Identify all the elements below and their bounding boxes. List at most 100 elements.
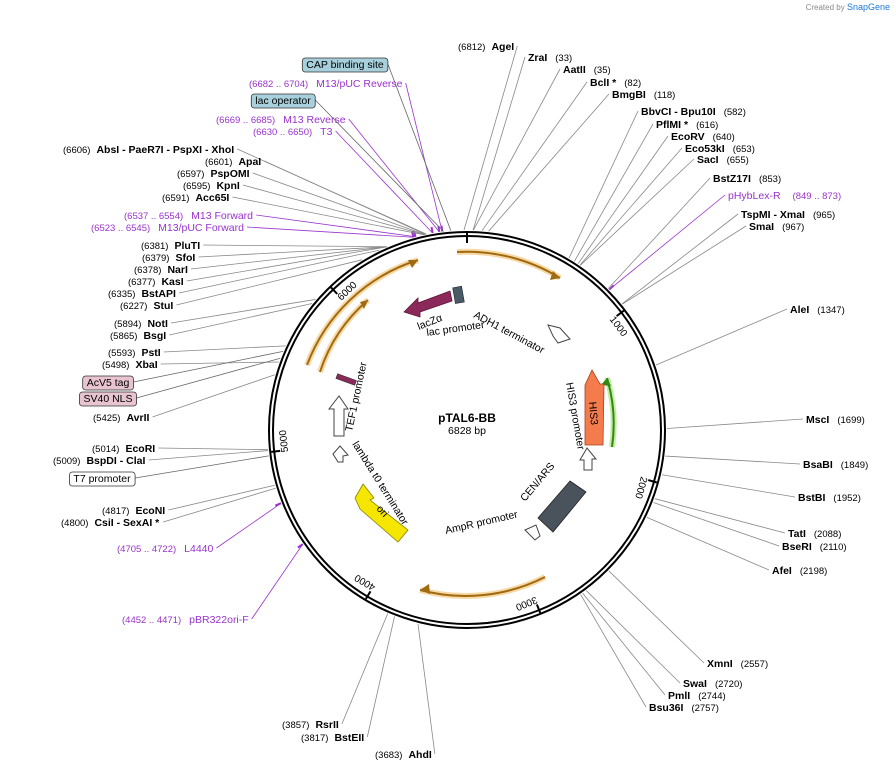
enzyme-leader	[242, 184, 425, 235]
enzyme-label: AatII(35)	[563, 64, 611, 76]
enzyme-label: PmlI (2744)	[668, 690, 726, 702]
enzyme-name: Bsu36I	[649, 702, 684, 714]
enzyme-leader	[158, 447, 268, 451]
enzyme-name: PspOMI	[210, 168, 249, 180]
enzyme-leader	[585, 590, 681, 684]
lac-operator-block	[452, 285, 465, 304]
primer-name: M13/pUC Reverse	[316, 78, 403, 90]
enzyme-name: EcoRV	[671, 131, 705, 143]
enzyme-name: SmaI	[749, 221, 774, 233]
enzyme-leader	[666, 418, 804, 429]
enzyme-name: PluTI	[174, 240, 200, 252]
enzyme-position: (5498)	[102, 360, 129, 371]
orf-arc-2-head	[408, 260, 418, 268]
primer-label: (6669 .. 6685)M13 Reverse	[216, 114, 346, 126]
enzyme-leader	[176, 259, 363, 306]
enzyme-position: (6595)	[183, 181, 210, 192]
adh1-terminator-label: ADH1 terminator	[472, 309, 547, 357]
enzyme-label: (5865)BsgI	[110, 330, 166, 342]
enzyme-position: (5593)	[108, 348, 135, 359]
orf-arc-3-glow	[317, 297, 370, 373]
enzyme-position: (5014)	[92, 444, 119, 455]
enzyme-name: BmgBI	[612, 89, 646, 101]
enzyme-label: (6377)KasI	[128, 276, 184, 288]
enzyme-position: (582)	[724, 107, 746, 118]
enzyme-name: TspMI - XmaI	[741, 209, 805, 221]
enzyme-position: (2757)	[691, 703, 718, 714]
enzyme-position: (2720)	[715, 679, 742, 690]
enzyme-leader	[152, 374, 275, 418]
enzyme-name: EcoRI	[125, 443, 155, 455]
primer-name: M13/pUC Forward	[158, 222, 244, 234]
enzyme-position: (640)	[713, 132, 735, 143]
enzyme-position: (6381)	[141, 241, 168, 252]
enzyme-name: NotI	[147, 318, 167, 330]
primer-name: T3	[320, 126, 332, 138]
enzyme-leader	[580, 594, 647, 708]
features	[327, 285, 605, 543]
enzyme-label: (6606)AbsI - PaeR7I - PspXI - XhoI	[63, 144, 234, 156]
enzyme-name: KasI	[161, 276, 183, 288]
enzyme-name: SfoI	[175, 252, 195, 264]
his3-arrow	[584, 369, 605, 446]
enzyme-position: (2744)	[698, 691, 725, 702]
enzyme-position: (6601)	[205, 157, 232, 168]
primer-site-mark	[437, 225, 441, 233]
enzyme-label: BsaBI(1849)	[803, 459, 868, 471]
enzyme-position: (5865)	[110, 331, 137, 342]
enzyme-name: BclI *	[590, 77, 617, 89]
enzyme-label: BbvCI - Bpu10I(582)	[641, 106, 746, 118]
enzyme-leader	[160, 361, 279, 365]
enzyme-name: StuI	[153, 300, 173, 312]
enzyme-leader	[163, 487, 276, 523]
enzyme-leader	[170, 299, 316, 324]
enzyme-position: (3857)	[282, 720, 309, 731]
enzyme-name: AatII	[563, 64, 586, 76]
enzyme-position: (653)	[733, 144, 755, 155]
enzyme-label: (3857)RsrII	[282, 719, 339, 731]
enzyme-position: (3683)	[375, 750, 402, 761]
enzyme-position: (6606)	[63, 145, 90, 156]
orf-arc-3	[319, 299, 369, 373]
callout-leader	[387, 63, 452, 231]
tick-mark	[535, 604, 542, 614]
enzyme-position: (33)	[555, 53, 572, 64]
enzyme-leader	[178, 249, 380, 294]
enzyme-label: SwaI(2720)	[683, 678, 742, 690]
enzyme-name: PstI	[141, 347, 160, 359]
callout-box	[250, 93, 316, 109]
lambda-t0-terminator-arrow	[332, 445, 349, 463]
snapgene-credit: Created by SnapGene	[806, 2, 890, 12]
feature-callout: CAP binding site	[301, 57, 389, 73]
callout-leader	[136, 357, 281, 399]
primer-range: (849 .. 873)	[793, 191, 842, 202]
primer-name: pHybLex-R	[728, 190, 781, 202]
primer-leader	[405, 82, 443, 232]
enzyme-name: BstBI	[798, 492, 826, 504]
orf-arc-4	[419, 576, 546, 597]
enzyme-name: AgeI	[491, 41, 514, 53]
enzyme-label: (3817)BstEII	[301, 732, 364, 744]
enzyme-label: EcoRV (640)	[671, 131, 735, 143]
enzyme-position: (2198)	[800, 566, 827, 577]
primer-range: (6630 .. 6650)	[253, 127, 312, 138]
enzyme-name: EcoNI	[135, 505, 165, 517]
feature-callout: SV40 NLS	[79, 391, 137, 407]
enzyme-label: (6591) Acc65I	[162, 192, 229, 204]
callout-text: lac operator	[255, 95, 311, 107]
enzyme-name: CsiI - SexAI *	[94, 517, 160, 529]
primer-leader	[247, 226, 414, 238]
lacz-alpha-arrow	[403, 290, 453, 318]
enzyme-leader	[654, 498, 786, 534]
enzyme-leader	[481, 81, 588, 231]
enzyme-label: (6378)NarI	[134, 264, 188, 276]
enzyme-leader	[252, 172, 425, 235]
enzyme-name: Acc65I	[195, 192, 229, 204]
primer-label: (6537 .. 6554)M13 Forward	[124, 210, 253, 222]
enzyme-position: (5894)	[114, 319, 141, 330]
primer-label: (6523 .. 6545)M13/pUC Forward	[91, 222, 244, 234]
enzyme-name: PmlI	[668, 690, 690, 702]
enzyme-position: (6591)	[162, 193, 189, 204]
primer-label: (4452 .. 4471)pBR322ori-F	[122, 614, 249, 626]
